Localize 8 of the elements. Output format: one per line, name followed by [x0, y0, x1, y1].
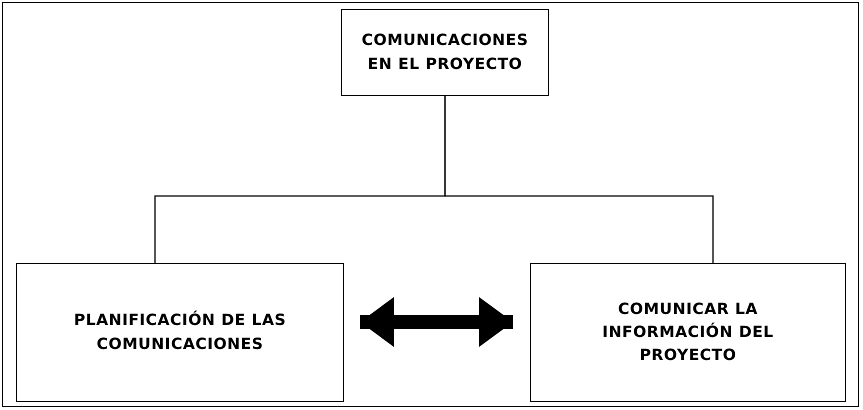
process-box — [16, 263, 344, 402]
box-label: COMUNICACIONES EN EL PROYECTO — [360, 30, 530, 74]
box-label: PLANIFICACIÓN DE LAS COMUNICACIONES — [72, 310, 288, 354]
process-box — [530, 263, 846, 402]
box-label: COMUNICAR LA INFORMACIÓN DEL PROYECTO — [601, 298, 775, 366]
process-box — [341, 9, 549, 96]
connector-line — [444, 96, 714, 263]
double-arrow — [360, 297, 513, 347]
